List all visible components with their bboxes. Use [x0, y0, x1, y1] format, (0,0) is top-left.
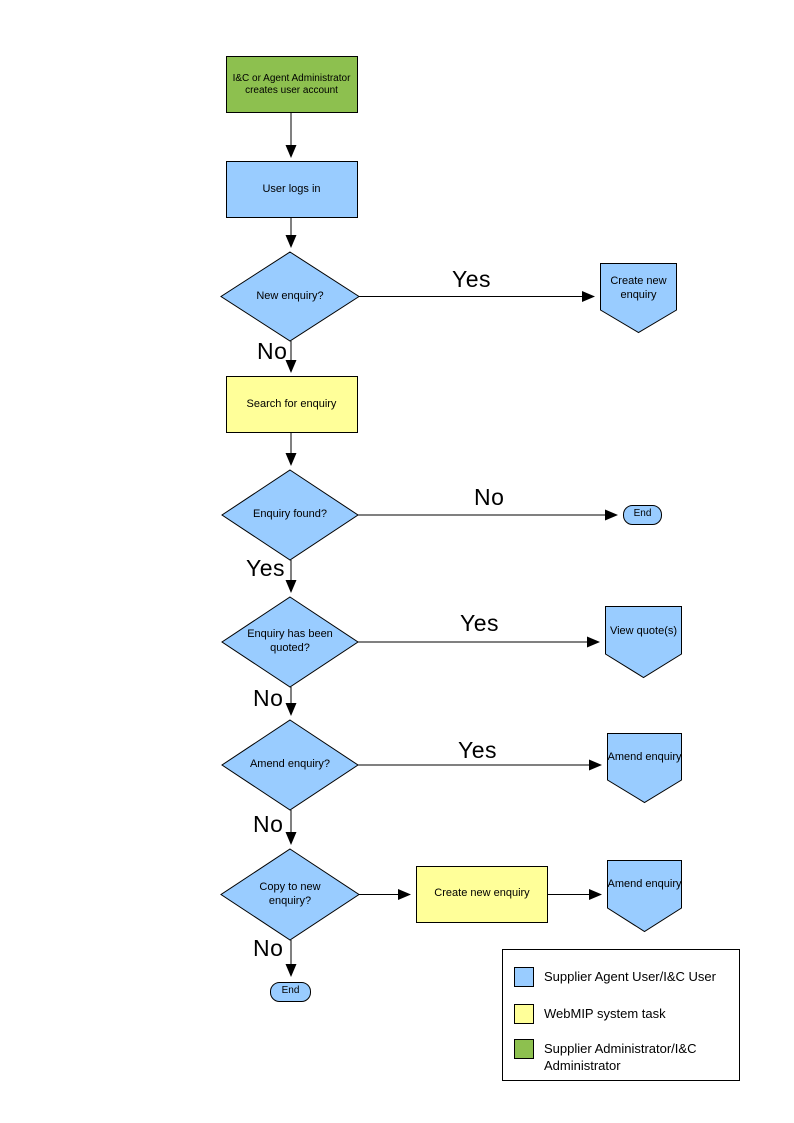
legend-swatch-yellow — [514, 1004, 534, 1024]
branch-label-no-quoted: No — [253, 685, 284, 711]
branch-label-no-amend: No — [253, 811, 284, 837]
branch-label-yes-enquiry-found: Yes — [246, 555, 286, 581]
node-search-for-enquiry-shape — [226, 376, 358, 433]
legend-swatch-blue — [514, 967, 534, 987]
legend-label-supplier-administrator: Supplier Administrator/I&C Administrator — [544, 1041, 697, 1073]
node-create-new-enquiry-top-shape — [600, 263, 677, 334]
branch-label-yes-quoted: Yes — [460, 610, 500, 636]
node-end-right-shape — [623, 505, 662, 525]
branch-label-yes-amend: Yes — [458, 737, 498, 763]
node-create-account-shape — [226, 56, 358, 113]
node-end-bottom-shape — [270, 982, 311, 1002]
node-copy-to-new-diamond — [220, 848, 360, 941]
node-new-enquiry-diamond — [220, 251, 360, 342]
branch-label-no-enquiry-found: No — [474, 484, 505, 510]
legend-row-supplier-agent-user: Supplier Agent User/I&C User — [514, 967, 734, 987]
legend-row-webmip-task: WebMIP system task — [514, 1004, 734, 1024]
legend-label-supplier-agent-user: Supplier Agent User/I&C User — [544, 969, 716, 984]
node-user-logs-in-shape — [226, 161, 358, 218]
node-view-quotes-shape — [605, 606, 682, 679]
node-amend-enquiry-q-diamond — [221, 719, 359, 811]
legend: Supplier Agent User/I&C User WebMIP syst… — [502, 949, 740, 1081]
node-amend-enquiry-1-shape — [607, 733, 682, 804]
branch-label-yes-new-enquiry: Yes — [452, 266, 492, 292]
legend-row-supplier-administrator: Supplier Administrator/I&C Administrator — [514, 1039, 734, 1075]
legend-swatch-green — [514, 1039, 534, 1059]
node-enquiry-found-diamond — [221, 469, 359, 561]
node-enquiry-quoted-diamond — [221, 596, 359, 688]
legend-label-webmip-task: WebMIP system task — [544, 1006, 666, 1021]
branch-label-no-new-enquiry: No — [257, 338, 288, 364]
branch-label-no-copy: No — [253, 935, 284, 961]
node-amend-enquiry-2-shape — [607, 860, 682, 933]
node-create-new-enquiry-task-shape — [416, 866, 548, 923]
